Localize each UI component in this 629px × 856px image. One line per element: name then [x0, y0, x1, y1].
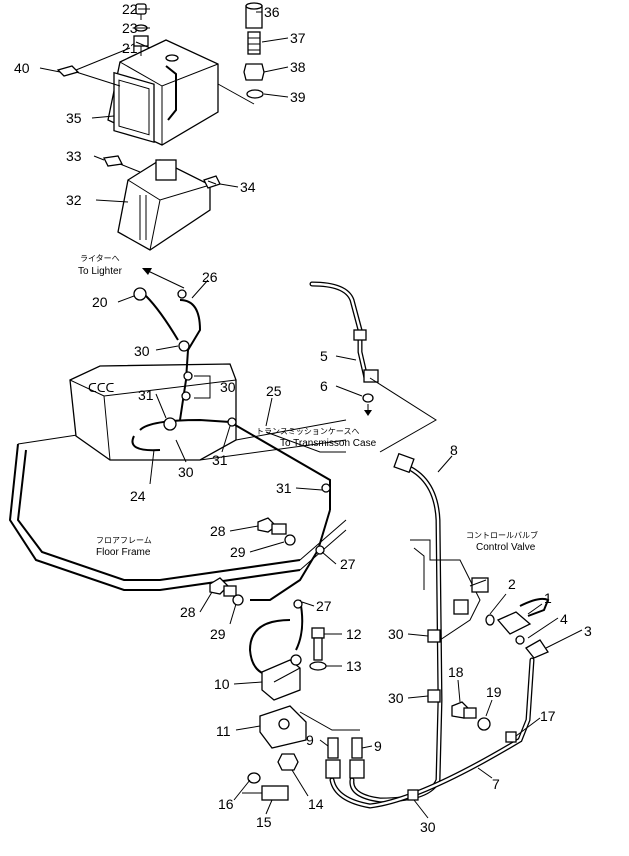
callout-1: 1 — [544, 590, 552, 606]
callout-4: 4 — [560, 611, 568, 627]
control-valve-label-jp: コントロールバルブ — [466, 530, 538, 540]
callout-11: 11 — [216, 723, 231, 739]
callout-37: 37 — [290, 30, 306, 46]
fitting-stack — [243, 2, 265, 99]
callout-39: 39 — [290, 89, 306, 105]
callout-34: 34 — [240, 179, 256, 195]
callout-31-b: 31 — [212, 452, 228, 468]
callout-9-b: 9 — [374, 738, 382, 754]
callout-17: 17 — [540, 708, 556, 724]
callout-14: 14 — [308, 796, 324, 812]
callout-27-b: 27 — [316, 598, 332, 614]
callout-25: 25 — [266, 383, 282, 399]
bracket-40 — [56, 65, 80, 77]
callout-22: 22 — [122, 1, 138, 17]
callout-31-a: 31 — [138, 387, 154, 403]
callout-33: 33 — [66, 148, 82, 164]
callout-38: 38 — [290, 59, 306, 75]
callout-30-a: 30 — [134, 343, 150, 359]
transmission-label-jp: トランスミッションケースへ — [256, 427, 359, 436]
transmission-label-en: To Transmisson Case — [280, 438, 377, 449]
callout-30-c: 30 — [178, 464, 194, 480]
switch-housing — [107, 39, 219, 146]
callout-27-a: 27 — [340, 556, 356, 572]
leader-lines — [39, 8, 583, 819]
callout-29-a: 29 — [230, 544, 246, 560]
bracket-assembly — [103, 155, 221, 251]
floor-frame-label-en: Floor Frame — [96, 547, 151, 558]
callout-40: 40 — [14, 60, 30, 76]
callout-5: 5 — [320, 348, 328, 364]
bolt-28-lower — [209, 577, 244, 606]
callout-21: 21 — [122, 40, 138, 56]
callout-28-b: 28 — [180, 604, 196, 620]
callout-9-a: 9 — [306, 732, 314, 748]
callout-23: 23 — [122, 20, 138, 36]
callout-31-c: 31 — [276, 480, 292, 496]
callout-24: 24 — [130, 488, 146, 504]
callout-6: 6 — [320, 378, 328, 394]
callout-13: 13 — [346, 658, 362, 674]
callout-32: 32 — [66, 192, 82, 208]
lighter-label-jp: ライターへ — [80, 254, 120, 263]
callout-numbers: 22 23 21 40 35 36 37 38 39 33 34 32 26 2… — [14, 1, 592, 835]
callout-30-b: 30 — [220, 379, 236, 395]
pressure-switch — [261, 654, 302, 701]
callout-2: 2 — [508, 576, 516, 592]
svg-text:ᑕᑕᑕ: ᑕᑕᑕ — [88, 381, 115, 395]
callout-7: 7 — [492, 776, 500, 792]
lighter-label-en: To Lighter — [78, 266, 123, 277]
bolt-28-top — [257, 517, 296, 546]
callout-12: 12 — [346, 626, 362, 642]
callout-35: 35 — [66, 110, 82, 126]
callout-26: 26 — [202, 269, 218, 285]
callout-30-f: 30 — [420, 819, 436, 835]
callout-30-d: 30 — [388, 626, 404, 642]
callout-18: 18 — [448, 664, 464, 680]
callout-29-b: 29 — [210, 626, 226, 642]
callout-3: 3 — [584, 623, 592, 639]
callout-15: 15 — [256, 814, 272, 830]
floor-frame-label-jp: フロアフレーム — [96, 536, 152, 545]
callout-19: 19 — [486, 684, 502, 700]
control-valve-label-en: Control Valve — [476, 542, 536, 553]
control-valve — [410, 539, 489, 641]
callout-8: 8 — [450, 442, 458, 458]
callout-36: 36 — [264, 4, 280, 20]
callout-10: 10 — [214, 676, 230, 692]
callout-16: 16 — [218, 796, 234, 812]
callout-28-a: 28 — [210, 523, 226, 539]
fuel-tank: ᑕᑕᑕ — [69, 363, 347, 461]
callout-20: 20 — [92, 294, 108, 310]
callout-30-e: 30 — [388, 690, 404, 706]
